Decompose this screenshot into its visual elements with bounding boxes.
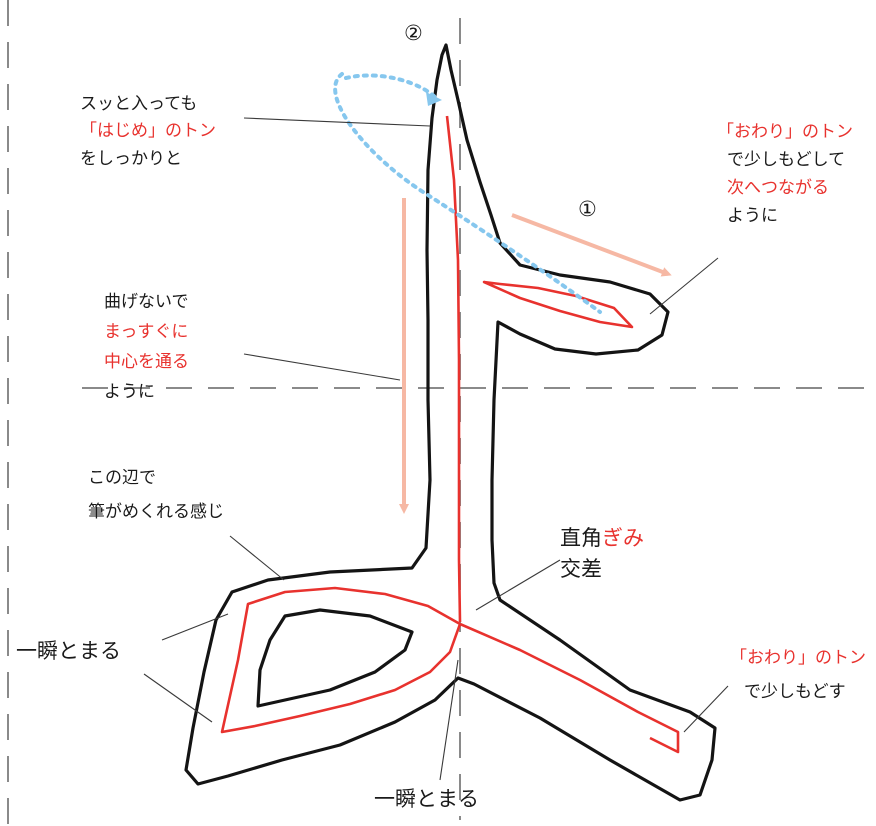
leader-line-right-angle <box>475 559 561 611</box>
leader-line-start <box>243 117 431 127</box>
note-brush-turn-line1: この辺で <box>88 468 156 488</box>
blue-arrowhead <box>426 92 442 106</box>
note-straight-line2: まっすぐに <box>104 322 189 342</box>
note-right-angle-red: ぎみ <box>602 526 644 550</box>
right-arrow <box>511 213 672 277</box>
note-straight-line4: ように <box>104 382 155 402</box>
note-start-line2: 「はじめ」のトン <box>80 121 216 141</box>
leader-line-owari-2 <box>683 685 729 733</box>
leader-line-pause-1b <box>143 673 213 723</box>
stroke-order-2-label: ② <box>404 21 423 45</box>
leader-line-pause-2 <box>439 659 459 781</box>
note-owari-1-line1: 「おわり」のトン <box>717 122 853 142</box>
blue-dotted-loop <box>344 73 438 100</box>
note-right-angle-line2: 交差 <box>560 557 602 581</box>
leader-line-straight <box>243 353 401 381</box>
red-stroke-vertical <box>445 115 462 623</box>
note-brush-turn-line2: 筆がめくれる感じ <box>88 502 224 522</box>
red-stroke-right-sweep <box>459 622 680 754</box>
note-owari-2-line2: で少しもどす <box>744 682 846 702</box>
note-pause-1: 一瞬とまる <box>16 639 121 663</box>
note-start-line3: をしっかりと <box>80 149 182 169</box>
note-right-angle-text: 直角 <box>560 526 602 550</box>
leader-line-pause-1a <box>161 613 229 641</box>
leader-lines <box>143 117 729 781</box>
stroke-order-1-label: ① <box>578 197 597 221</box>
inner-loop-outline <box>256 608 414 708</box>
note-owari-1-line3: 次へつながる <box>727 178 829 198</box>
note-right-angle-line1: 直角ぎみ <box>560 525 644 551</box>
blue-dotted-sweep <box>333 72 602 314</box>
brush-character-outline <box>184 43 717 802</box>
leader-line-owari-1 <box>649 257 719 315</box>
leader-line-brush-turn <box>229 535 285 581</box>
note-pause-2: 一瞬とまる <box>374 787 479 811</box>
note-straight-line3: 中心を通る <box>104 352 189 372</box>
note-owari-2-line1: 「おわり」のトン <box>730 648 866 668</box>
note-owari-1-line4: ように <box>727 206 778 226</box>
note-owari-1-line2: で少しもどして <box>727 150 846 170</box>
note-straight-line1: 曲げないで <box>104 292 189 312</box>
red-stroke-upper-hook <box>482 280 634 329</box>
red-stroke-loop <box>220 586 462 734</box>
note-start-line1: スッと入っても <box>80 94 198 114</box>
